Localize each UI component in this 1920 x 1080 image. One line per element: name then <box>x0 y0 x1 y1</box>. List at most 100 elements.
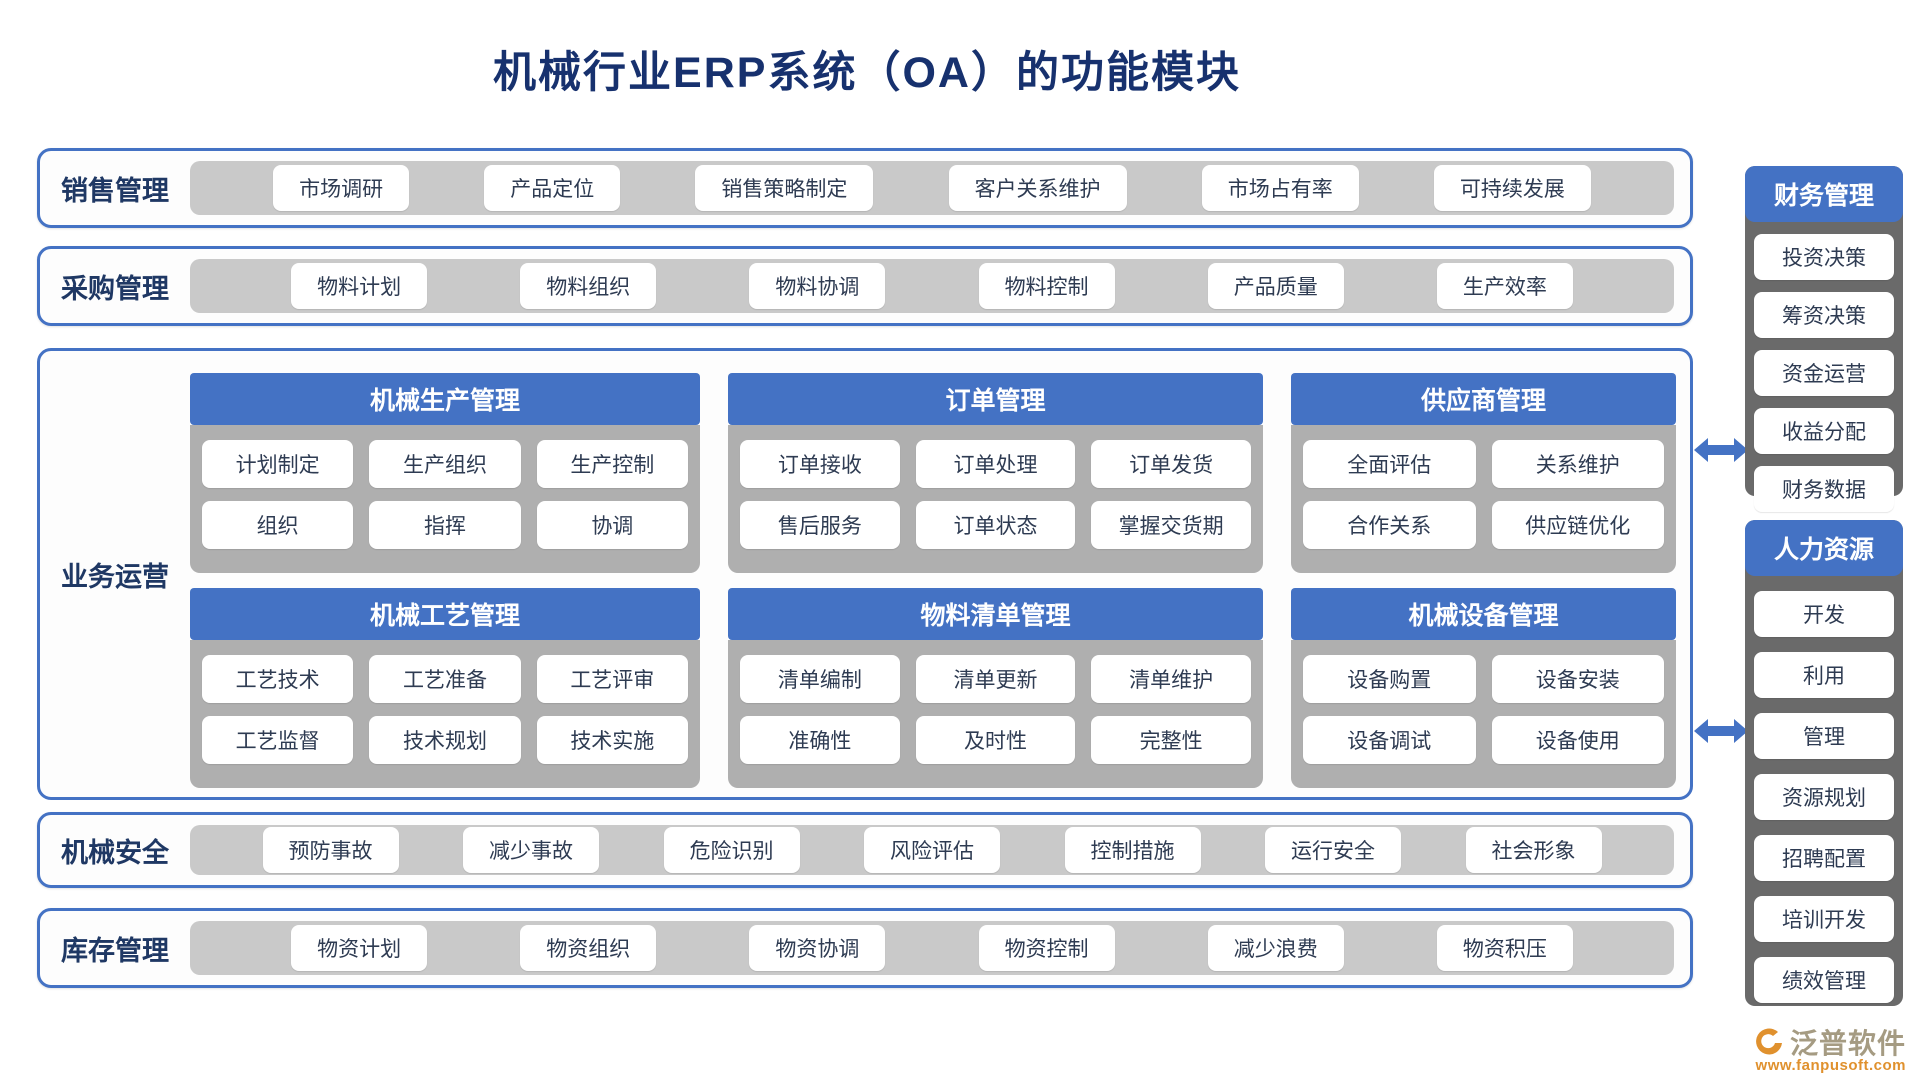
bom-item: 准确性 <box>740 715 900 764</box>
equipment-item: 设备使用 <box>1491 715 1664 764</box>
supplier-item: 全面评估 <box>1303 439 1476 488</box>
hr-item: 绩效管理 <box>1754 957 1894 1003</box>
module-card-suppliers: 供应商管理 全面评估关系维护合作关系供应链优化 <box>1291 372 1676 573</box>
module-card-title: 机械生产管理 <box>190 372 700 425</box>
hr-item: 利用 <box>1754 652 1894 698</box>
module-item-list: 计划制定生产组织生产控制组织指挥协调 <box>190 424 700 573</box>
finance-item: 投资决策 <box>1754 234 1894 280</box>
order-item: 订单状态 <box>915 500 1076 549</box>
production-item: 生产组织 <box>369 439 521 488</box>
process-item: 工艺评审 <box>536 654 688 703</box>
inventory-item-list: 物资计划 物资组织 物资协调 物资控制 减少浪费 物资积压 <box>190 921 1674 975</box>
supplier-item: 合作关系 <box>1303 500 1476 549</box>
safety-item: 社会形象 <box>1465 827 1602 873</box>
bom-item: 清单编制 <box>740 654 900 703</box>
procurement-item: 产品质量 <box>1207 263 1344 309</box>
sales-item: 销售策略制定 <box>695 165 874 211</box>
production-item: 计划制定 <box>202 439 354 488</box>
inventory-item: 减少浪费 <box>1207 925 1344 971</box>
sales-item: 产品定位 <box>484 165 621 211</box>
procurement-item: 物料计划 <box>291 263 428 309</box>
process-item: 工艺技术 <box>202 654 354 703</box>
module-card-title: 物料清单管理 <box>728 587 1263 640</box>
supplier-item: 关系维护 <box>1491 439 1664 488</box>
brand-footer: 泛普软件 www.fanpusoft.com <box>1756 1028 1906 1074</box>
finance-item: 筹资决策 <box>1754 292 1894 338</box>
safety-item-list: 预防事故减少事故危险识别风险评估控制措施运行安全社会形象 <box>190 825 1674 875</box>
fanpu-logo-icon <box>1756 1028 1782 1055</box>
business-operations-box: 业务运营 机械生产管理 计划制定生产组织生产控制组织指挥协调 订单管理 订单接收… <box>37 348 1693 800</box>
module-item-list: 工艺技术工艺准备工艺评审工艺监督技术规划技术实施 <box>190 639 700 788</box>
sales-item: 市场调研 <box>273 165 410 211</box>
operations-card-row-2: 机械工艺管理 工艺技术工艺准备工艺评审工艺监督技术规划技术实施 物料清单管理 清… <box>190 587 1676 788</box>
process-item: 技术实施 <box>536 715 688 764</box>
module-card-title: 供应商管理 <box>1291 372 1676 425</box>
hr-item: 开发 <box>1754 591 1894 637</box>
module-item-list: 订单接收订单处理订单发货售后服务订单状态掌握交货期 <box>728 424 1263 573</box>
inventory-row-label: 库存管理 <box>61 935 169 966</box>
hr-item: 资源规划 <box>1754 774 1894 820</box>
operations-label: 业务运营 <box>61 561 169 592</box>
process-item: 技术规划 <box>369 715 521 764</box>
bom-item: 完整性 <box>1091 715 1251 764</box>
safety-item: 风险评估 <box>864 827 1000 873</box>
bom-item: 及时性 <box>915 715 1076 764</box>
safety-item: 运行安全 <box>1265 827 1401 873</box>
inventory-item: 物资计划 <box>291 925 428 971</box>
process-item: 工艺准备 <box>369 654 521 703</box>
procurement-item: 物料组织 <box>520 263 657 309</box>
procurement-item: 物料协调 <box>749 263 886 309</box>
order-item: 订单处理 <box>915 439 1076 488</box>
module-card-title: 机械设备管理 <box>1291 587 1676 640</box>
operations-grid: 机械生产管理 计划制定生产组织生产控制组织指挥协调 订单管理 订单接收订单处理订… <box>190 359 1676 789</box>
module-card-title: 订单管理 <box>728 372 1263 425</box>
equipment-item: 设备购置 <box>1303 654 1476 703</box>
inventory-item: 物资积压 <box>1436 925 1573 971</box>
procurement-row-label: 采购管理 <box>61 273 169 304</box>
safety-item: 控制措施 <box>1064 827 1201 873</box>
module-card-equipment: 机械设备管理 设备购置设备安装设备调试设备使用 <box>1291 587 1676 788</box>
order-item: 掌握交货期 <box>1091 500 1251 549</box>
finance-management-panel: 财务管理 投资决策筹资决策资金运营收益分配财务数据 <box>1745 166 1903 512</box>
sales-item: 可持续发展 <box>1433 165 1591 211</box>
safety-row-label: 机械安全 <box>61 837 169 868</box>
left-right-arrow-icon <box>1694 719 1748 743</box>
inventory-item: 物资协调 <box>749 925 886 971</box>
process-item: 工艺监督 <box>202 715 354 764</box>
equipment-item: 设备安装 <box>1491 654 1664 703</box>
module-item-list: 清单编制清单更新清单维护准确性及时性完整性 <box>728 639 1263 788</box>
safety-item: 危险识别 <box>663 827 800 873</box>
safety-item: 预防事故 <box>262 827 399 873</box>
production-item: 协调 <box>536 500 688 549</box>
module-card-orders: 订单管理 订单接收订单处理订单发货售后服务订单状态掌握交货期 <box>728 372 1263 573</box>
hr-item: 管理 <box>1754 713 1894 759</box>
module-card-production: 机械生产管理 计划制定生产组织生产控制组织指挥协调 <box>190 372 700 573</box>
left-right-arrow-icon <box>1694 438 1748 462</box>
inventory-item: 物资组织 <box>520 925 657 971</box>
module-item-list: 设备购置设备安装设备调试设备使用 <box>1291 639 1676 788</box>
production-item: 指挥 <box>369 500 521 549</box>
human-resources-panel: 人力资源 开发利用管理资源规划招聘配置培训开发绩效管理 <box>1745 520 1903 1006</box>
procurement-item-list: 物料计划物料组织物料协调物料控制产品质量生产效率 <box>190 259 1674 313</box>
brand-name: 泛普软件 <box>1789 1027 1906 1059</box>
sales-item: 客户关系维护 <box>948 165 1127 211</box>
sales-item: 市场占有率 <box>1201 165 1359 211</box>
bom-item: 清单维护 <box>1091 654 1251 703</box>
bom-item: 清单更新 <box>915 654 1076 703</box>
sales-row-label: 销售管理 <box>61 175 169 206</box>
module-card-title: 机械工艺管理 <box>190 587 700 640</box>
hr-panel-title: 人力资源 <box>1745 520 1903 576</box>
production-item: 生产控制 <box>536 439 688 488</box>
finance-panel-title: 财务管理 <box>1745 166 1903 222</box>
module-card-process: 机械工艺管理 工艺技术工艺准备工艺评审工艺监督技术规划技术实施 <box>190 587 700 788</box>
module-card-bom: 物料清单管理 清单编制清单更新清单维护准确性及时性完整性 <box>728 587 1263 788</box>
inventory-item: 物资控制 <box>978 925 1115 971</box>
sales-management-row: 销售管理 市场调研 产品定位 销售策略制定 客户关系维护 市场占有率 可持续发展 <box>37 148 1693 228</box>
procurement-item: 生产效率 <box>1436 263 1573 309</box>
finance-item: 收益分配 <box>1754 408 1894 454</box>
production-item: 组织 <box>202 500 354 549</box>
order-item: 售后服务 <box>740 500 900 549</box>
supplier-item: 供应链优化 <box>1491 500 1664 549</box>
finance-item: 财务数据 <box>1754 466 1894 512</box>
